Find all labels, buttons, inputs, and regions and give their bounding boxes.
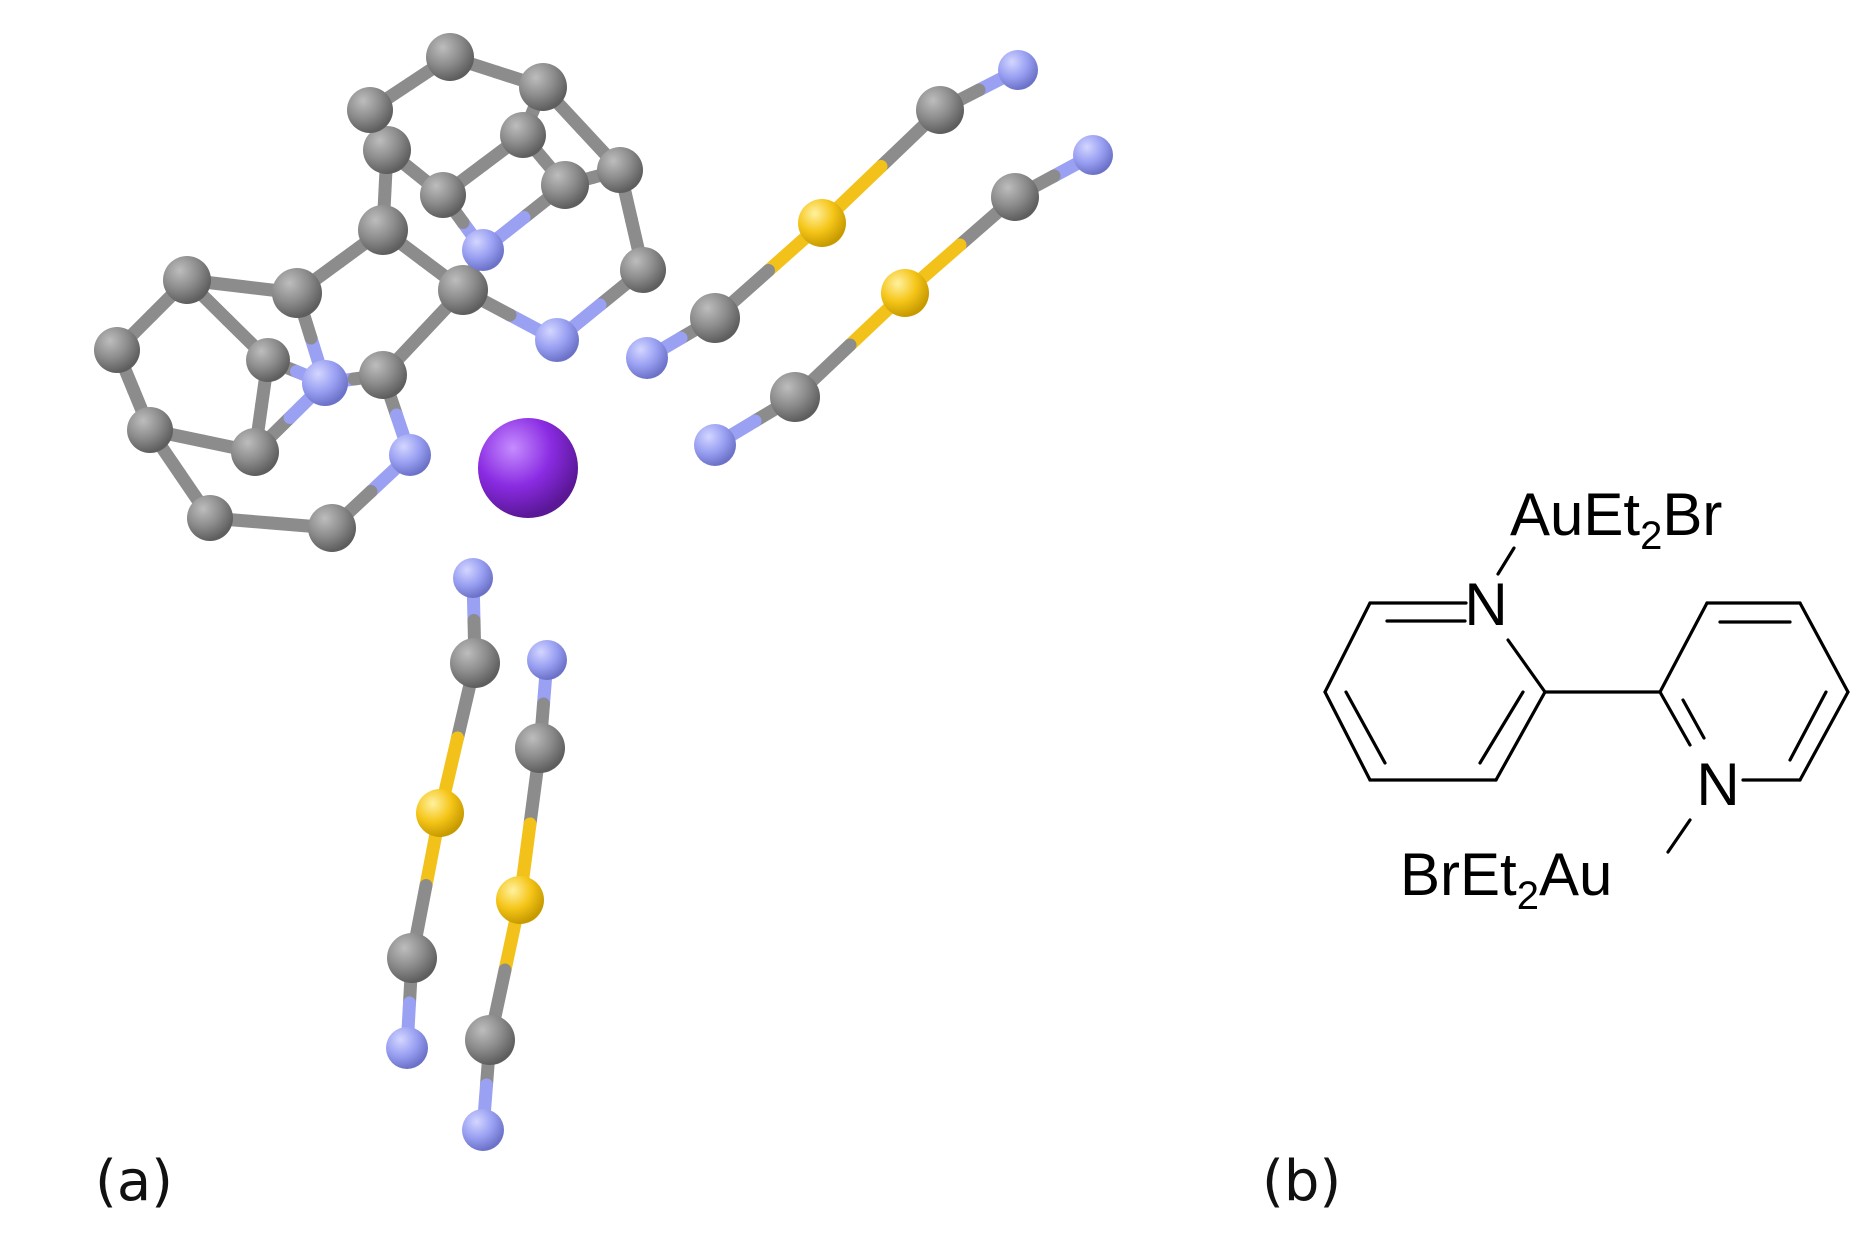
- nitrogen-atom: [998, 50, 1038, 90]
- carbon-atom: [94, 327, 140, 373]
- gold-atom: [496, 876, 544, 924]
- carbon-atom: [246, 338, 290, 382]
- carbon-atom: [163, 256, 211, 304]
- nitrogen-atom: [462, 1109, 504, 1151]
- carbon-atom: [387, 933, 437, 983]
- carbon-atom: [597, 147, 643, 193]
- carbon-atom: [991, 173, 1039, 221]
- gold-atom: [416, 789, 464, 837]
- nitrogen-atom: [462, 229, 504, 271]
- nitrogen-atom: [453, 558, 493, 598]
- atom-spheres: [94, 33, 1113, 1151]
- carbon-atom: [620, 247, 666, 293]
- carbon-atom: [515, 723, 565, 773]
- panel-label-a: (a): [95, 1149, 173, 1214]
- bottom-gold-group-label: BrEt2Au: [1400, 841, 1612, 918]
- bond-sticks: [110, 50, 1100, 1137]
- panel-label-b: (b): [1262, 1149, 1341, 1214]
- chemical-structure-panel: N N AuEt2Br BrEt2Au: [1323, 481, 1850, 918]
- nitrogen-atom: [535, 318, 579, 362]
- top-gold-group-label: AuEt2Br: [1510, 481, 1722, 558]
- carbon-atom: [358, 205, 408, 255]
- carbon-atom: [420, 172, 466, 218]
- bottom-n-au-bond: [1666, 818, 1692, 854]
- carbon-atom: [541, 161, 589, 209]
- carbon-atom: [770, 372, 820, 422]
- potassium-atom: [478, 418, 578, 518]
- nitrogen-label-top: N: [1464, 571, 1507, 638]
- carbon-atom: [916, 86, 964, 134]
- left-pyridine-ring: [1323, 601, 1547, 782]
- nitrogen-atom: [1073, 135, 1113, 175]
- carbon-atom: [438, 265, 488, 315]
- gold-atom: [881, 269, 929, 317]
- carbon-atom: [426, 33, 474, 81]
- carbon-atom: [308, 504, 356, 552]
- nitrogen-atom: [626, 337, 668, 379]
- carbon-atom: [359, 351, 407, 399]
- nitrogen-atom: [386, 1027, 428, 1069]
- nitrogen-atom: [389, 434, 431, 476]
- carbon-atom: [465, 1015, 515, 1065]
- carbon-atom: [500, 112, 546, 158]
- carbon-atom: [519, 63, 567, 111]
- carbon-atom: [347, 87, 393, 133]
- carbon-atom: [363, 126, 411, 174]
- carbon-atom: [690, 293, 740, 343]
- gold-atom: [798, 199, 846, 247]
- carbon-atom: [450, 638, 500, 688]
- top-n-au-bond: [1496, 546, 1516, 576]
- carbon-atom: [127, 407, 173, 453]
- right-pyridine-ring: [1658, 601, 1850, 782]
- nitrogen-atom: [302, 360, 348, 406]
- carbon-atom: [187, 495, 233, 541]
- carbon-atom: [272, 268, 322, 318]
- crystal-structure-panel: [94, 33, 1113, 1151]
- nitrogen-label-bottom: N: [1696, 751, 1739, 818]
- nitrogen-atom: [694, 424, 736, 466]
- nitrogen-atom: [527, 640, 567, 680]
- carbon-atom: [231, 428, 279, 476]
